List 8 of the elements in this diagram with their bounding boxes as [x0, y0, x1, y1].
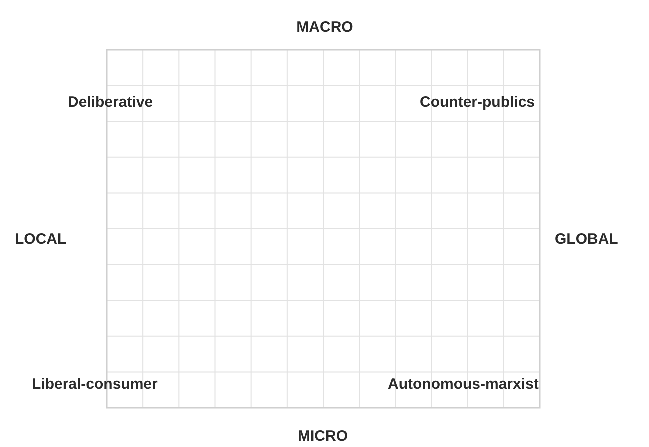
axis-label: GLOBAL [555, 231, 618, 249]
quadrant-label: Autonomous-marxist [388, 376, 539, 394]
axis-label: MACRO [296, 19, 354, 37]
quadrant-label: Deliberative [68, 94, 154, 112]
axis-label: MICRO [298, 428, 348, 446]
quadrant-label: Liberal-consumer [32, 376, 158, 394]
axis-label: LOCAL [15, 231, 67, 249]
quadrant-label: Counter-publics [420, 94, 535, 112]
